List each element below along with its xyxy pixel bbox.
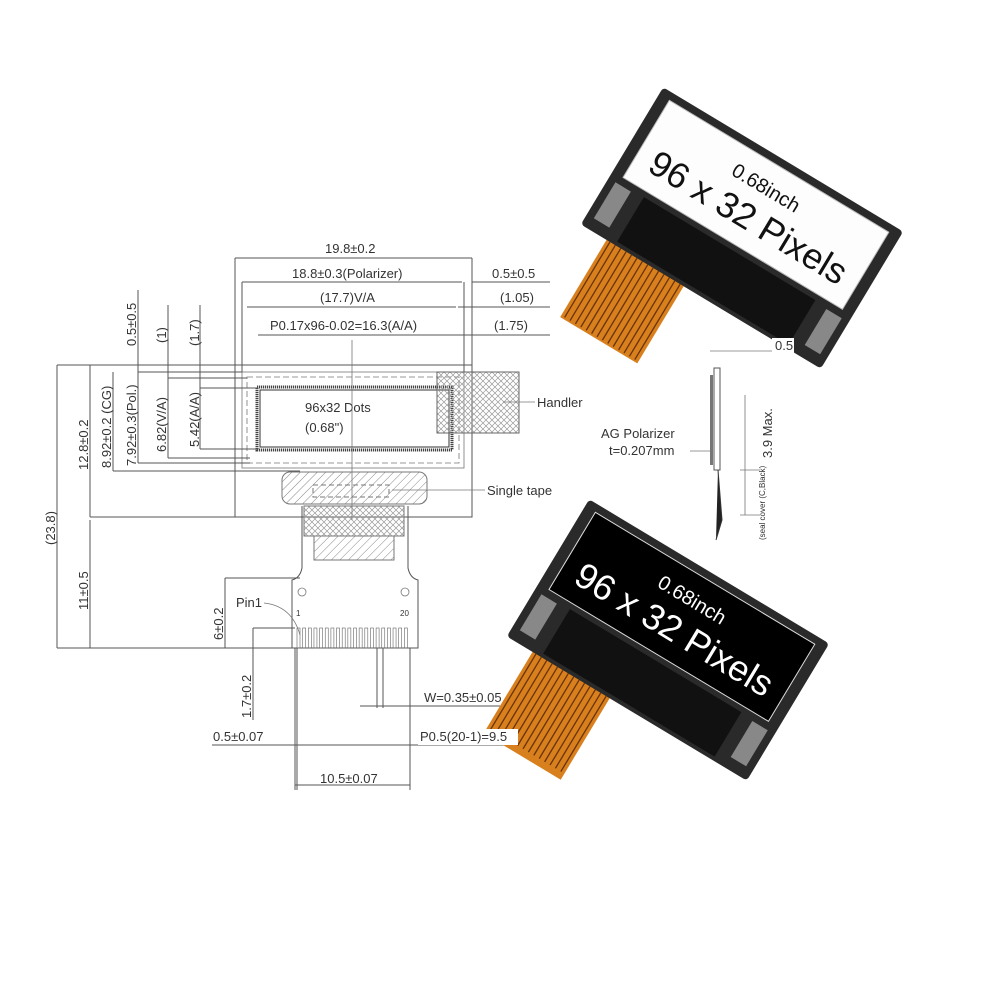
- pin-first: 1: [296, 609, 301, 618]
- fpc-pin: [330, 627, 335, 649]
- seal-cover-label: (seal cover (C,Black): [758, 465, 767, 540]
- handler-label: Handler: [537, 395, 583, 410]
- fpc-trace: [538, 682, 586, 759]
- fpc-trace: [585, 254, 633, 331]
- screen: [622, 99, 890, 311]
- fpc-pin: [319, 627, 323, 649]
- fpc-trace: [612, 270, 660, 347]
- fpc-pin: [324, 627, 329, 649]
- active-area: [255, 385, 454, 452]
- dim-height-pol: 7.92±0.3(Pol.): [124, 384, 139, 466]
- fpc-pin: [296, 627, 301, 649]
- dim-height-va: 6.82(V/A): [154, 397, 169, 452]
- fpc-trace: [495, 656, 542, 733]
- dim-va-width: (17.7)V/A: [320, 290, 375, 305]
- fpc-pin: [307, 627, 312, 649]
- ag-polarizer-label: AG Polarizer: [601, 426, 675, 441]
- fpc-trace: [569, 244, 616, 321]
- fpc-trace: [560, 695, 607, 772]
- fpc-trace: [533, 679, 580, 756]
- fpc-pin: [387, 627, 391, 649]
- dim-pin-width: W=0.35±0.05: [424, 690, 502, 705]
- fpc-pin: [358, 627, 363, 649]
- dim-thickness-max: 3.9 Max.: [760, 408, 775, 458]
- fpc-pins: [296, 627, 408, 649]
- dim-right-offset-1: 0.5±0.5: [492, 266, 535, 281]
- dim-top-offset-3: (1.7): [187, 319, 202, 346]
- fpc-trace: [623, 277, 670, 354]
- white-oled-module-photo: 0.68inch 96 x 32 Pixels: [560, 88, 902, 368]
- fpc-trace: [527, 676, 575, 753]
- ag-thickness-label: t=0.207mm: [609, 443, 674, 458]
- fpc-pin: [336, 627, 340, 649]
- fpc-pin: [375, 627, 380, 649]
- dim-side-offset: 0.5: [775, 338, 793, 353]
- dim-pin-margin: 0.5±0.07: [213, 729, 264, 744]
- single-tape: [281, 471, 428, 505]
- fpc-pin: [341, 627, 346, 649]
- fpc-trace: [522, 673, 569, 750]
- diagonal-label: (0.68"): [305, 420, 344, 435]
- fpc-trace: [549, 689, 596, 766]
- fpc-trace: [517, 669, 564, 746]
- fpc-pin: [353, 627, 357, 649]
- single-tape-label: Single tape: [487, 483, 552, 498]
- dim-height-aa: 5.42(A/A): [187, 392, 202, 447]
- dim-fpc-length: 11±0.5: [76, 571, 91, 610]
- fpc-pin: [313, 627, 318, 649]
- pin-pitch-label-backing: [418, 729, 518, 745]
- fpc-trace: [580, 251, 627, 328]
- fpc-trace: [554, 692, 602, 769]
- pin-last: 20: [400, 609, 409, 618]
- fpc-pin: [381, 627, 386, 649]
- fpc-pin: [347, 627, 352, 649]
- fpc-pin: [398, 627, 403, 649]
- dim-polarizer-width: 18.8±0.3(Polarizer): [292, 266, 402, 281]
- black-oled-module-photo: 0.68inch 96 x 32 Pixels: [483, 500, 828, 780]
- fpc-trace: [564, 241, 611, 318]
- fpc-trace: [500, 660, 548, 737]
- dim-pin-height: 6±0.2: [211, 608, 226, 640]
- dim-height-glass: 12.8±0.2: [76, 419, 91, 470]
- dim-top-offset-1: 0.5±0.5: [124, 303, 139, 346]
- dim-pin-pitch: P0.5(20-1)=9.5: [420, 729, 507, 744]
- screen: [548, 511, 816, 723]
- dots-label: 96x32 Dots: [305, 400, 371, 415]
- fpc-trace: [596, 261, 643, 338]
- fpc-trace: [574, 248, 622, 325]
- dim-right-offset-2: (1.05): [500, 290, 534, 305]
- side-offset-label-backing: [772, 338, 794, 354]
- dim-pin-length: 1.7±0.2: [239, 675, 254, 718]
- fpc-trace: [634, 283, 681, 360]
- dim-top-offset-2: (1): [154, 327, 169, 343]
- fpc-trace: [618, 274, 665, 351]
- dim-right-offset-3: (1.75): [494, 318, 528, 333]
- fpc-trace: [506, 663, 553, 740]
- fpc-pin: [370, 627, 374, 649]
- dim-height-cg: 8.92±0.2 (CG): [99, 386, 114, 468]
- fpc-trace: [601, 264, 649, 341]
- dim-width-total: 19.8±0.2: [325, 241, 376, 256]
- dim-fpc-width: 10.5±0.07: [320, 771, 378, 786]
- fpc-trace: [490, 653, 537, 730]
- handler: [436, 371, 520, 434]
- fpc-pin: [392, 627, 397, 649]
- dim-height-total: (23.8): [43, 511, 58, 545]
- dim-aa-width: P0.17x96-0.02=16.3(A/A): [270, 318, 417, 333]
- fpc-pin: [364, 627, 369, 649]
- fpc-trace: [544, 686, 591, 763]
- pin1-label: Pin1: [236, 595, 262, 610]
- fpc-trace: [511, 666, 559, 743]
- side-view: [690, 350, 820, 541]
- fpc-trace: [628, 280, 676, 357]
- fpc-trace: [607, 267, 654, 344]
- fpc-pin: [404, 627, 408, 649]
- fpc-trace: [591, 257, 638, 334]
- fpc-pin: [302, 627, 306, 649]
